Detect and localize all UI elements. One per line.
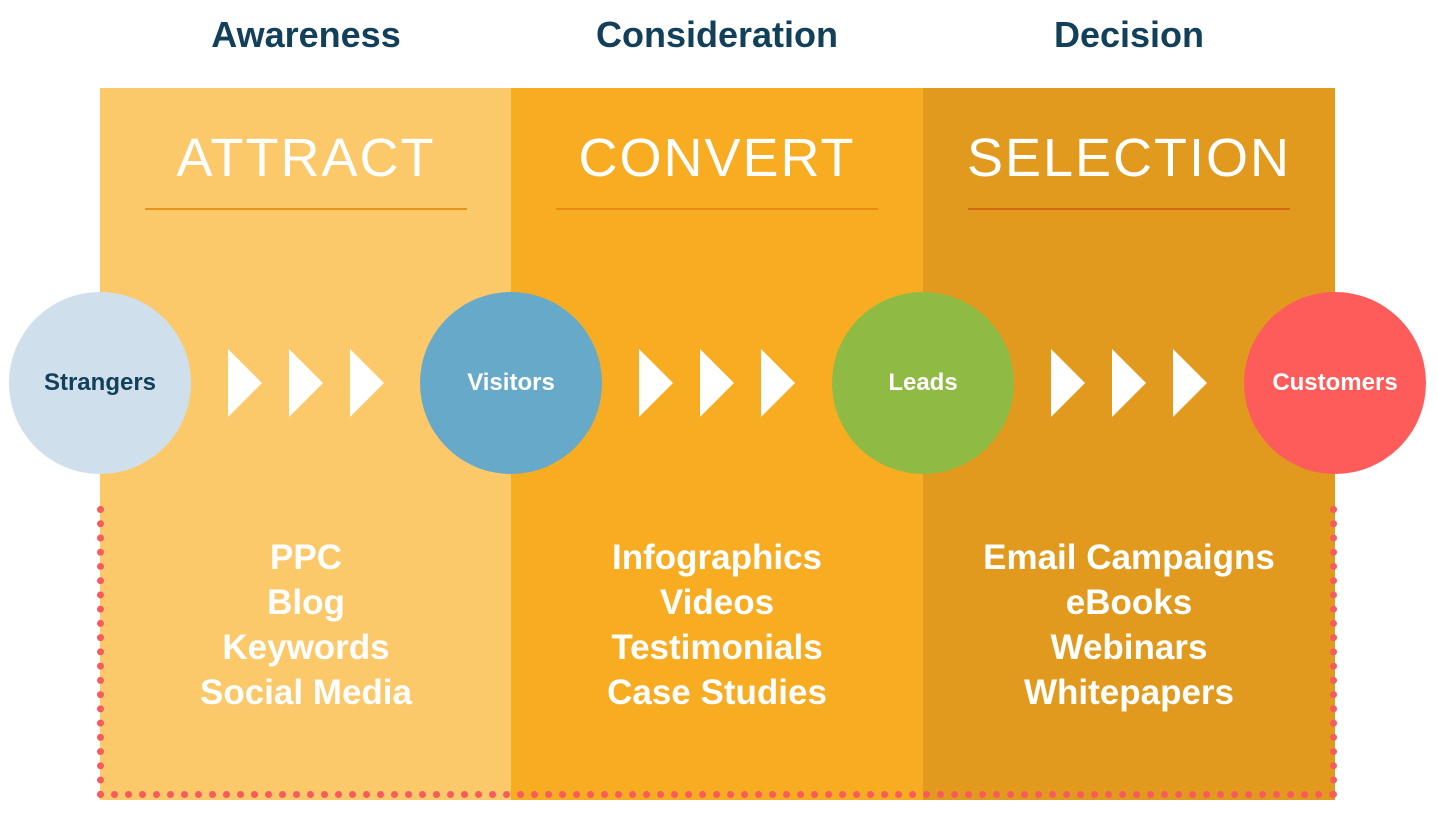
tactic-item: Email Campaigns (983, 538, 1275, 577)
arrow-right-icon (350, 349, 384, 417)
arrow-right-icon (1051, 349, 1085, 417)
node-customers: Customers (1244, 292, 1426, 474)
tactic-item: Social Media (199, 673, 413, 712)
arrow-right-icon (761, 349, 795, 417)
arrow-right-icon (700, 349, 734, 417)
tactics-list-attract: PPC Blog Keywords Social Media (100, 535, 512, 715)
panel-rule-attract (145, 208, 467, 210)
tactic-item: Whitepapers (1023, 673, 1235, 712)
arrow-right-icon (289, 349, 323, 417)
stage-heading-awareness: Awareness (211, 14, 401, 55)
tactics-list-convert: Infographics Videos Testimonials Case St… (511, 535, 923, 715)
node-label: Strangers (43, 369, 157, 396)
tactic-item: PPC (270, 538, 342, 577)
arrow-right-icon (1173, 349, 1207, 417)
panel-title-convert: CONVERT (578, 128, 856, 188)
tactic-item: eBooks (1065, 583, 1193, 622)
tactic-item: Infographics (611, 538, 823, 577)
node-visitors: Visitors (420, 292, 602, 474)
arrow-right-icon (1112, 349, 1146, 417)
tactic-item: Testimonials (611, 628, 823, 667)
panel-title-selection: SELECTION (966, 128, 1292, 188)
stage-heading-consideration: Consideration (595, 14, 838, 55)
panel-selection (923, 88, 1335, 800)
panel-title-attract: ATTRACT (176, 128, 436, 188)
node-leads: Leads (832, 292, 1014, 474)
panel-rule-convert (556, 208, 878, 210)
node-label: Visitors (467, 369, 555, 396)
panel-rule-selection (968, 208, 1290, 210)
arrow-right-icon (639, 349, 673, 417)
node-label: Leads (888, 369, 958, 396)
tactic-item: Webinars (1050, 628, 1208, 667)
node-label: Customers (1272, 369, 1398, 396)
node-strangers: Strangers (9, 292, 191, 474)
panel-convert (511, 88, 923, 800)
tactic-item: Videos (659, 583, 775, 622)
arrow-right-icon (228, 349, 262, 417)
tactics-list-selection: Email Campaigns eBooks Webinars Whitepap… (923, 535, 1335, 715)
tactic-item: Blog (267, 583, 345, 622)
stage-heading-decision: Decision (1053, 14, 1205, 55)
dotted-frame (97, 506, 1337, 798)
tactic-item: Case Studies (607, 673, 827, 712)
tactic-item: Keywords (222, 628, 390, 667)
